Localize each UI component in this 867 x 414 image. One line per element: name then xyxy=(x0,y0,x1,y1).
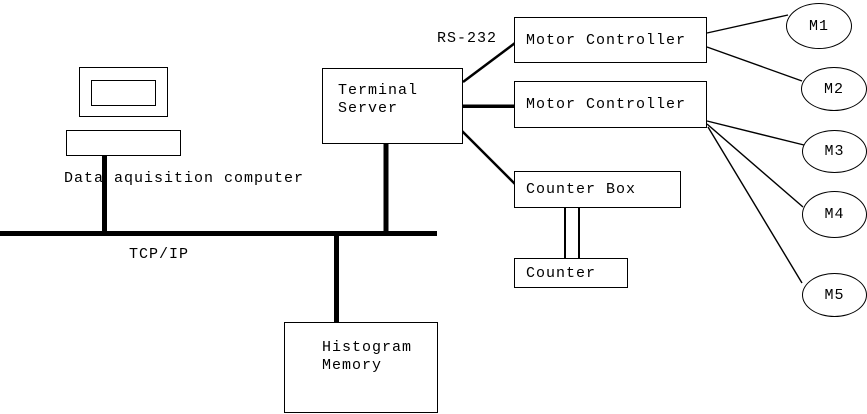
motor-controller-2-to-m3-line xyxy=(706,120,805,146)
terminal-server-to-counter-box-line xyxy=(461,130,517,186)
computer-keyboard-icon xyxy=(66,130,181,156)
motor-controller-1-label: Motor Controller xyxy=(526,31,687,49)
motor-controller-1-box: Motor Controller xyxy=(514,17,707,63)
computer-monitor-icon xyxy=(79,67,168,117)
motor-m1-node: M1 xyxy=(786,3,852,49)
motor-m4-label: M4 xyxy=(824,206,845,223)
motor-controller-2-box: Motor Controller xyxy=(514,81,707,128)
histogram-memory-label-line2: Memory xyxy=(322,357,383,374)
motor-m4-node: M4 xyxy=(802,191,867,238)
counter-box-label: Counter Box xyxy=(526,181,637,198)
histogram-memory-box: Histogram Memory xyxy=(284,322,438,413)
histogram-memory-label-line1: Histogram xyxy=(322,339,413,356)
motor-m5-node: M5 xyxy=(802,273,867,317)
terminal-server-box: Terminal Server xyxy=(322,68,463,144)
motor-m3-label: M3 xyxy=(824,143,845,160)
tcpip-bus-label: TCP/IP xyxy=(129,246,190,263)
motor-controller-1-to-m2-line xyxy=(706,46,803,82)
counter-box: Counter Box xyxy=(514,171,681,208)
motor-m1-label: M1 xyxy=(808,17,829,35)
counter-label: Counter xyxy=(526,264,597,282)
terminal-server-label-line1: Terminal xyxy=(338,82,419,99)
motor-m5-label: M5 xyxy=(824,286,845,304)
motor-controller-1-to-m1-line xyxy=(706,14,789,34)
motor-m2-node: M2 xyxy=(801,67,867,111)
computer-screen-icon xyxy=(91,80,156,106)
motor-controller-2-to-m4-line xyxy=(706,123,804,208)
computer-label: Data aquisition computer xyxy=(64,170,305,187)
terminal-server-label-line2: Server xyxy=(338,100,399,117)
motor-controller-2-to-m5-line xyxy=(707,126,803,284)
motor-m2-label: M2 xyxy=(823,80,844,98)
rs232-label: RS-232 xyxy=(437,30,498,47)
motor-controller-2-label: Motor Controller xyxy=(526,96,687,113)
terminal-server-to-motor-controller-1-line xyxy=(462,42,516,83)
counter-box-small: Counter xyxy=(514,258,628,288)
motor-m3-node: M3 xyxy=(802,130,867,173)
